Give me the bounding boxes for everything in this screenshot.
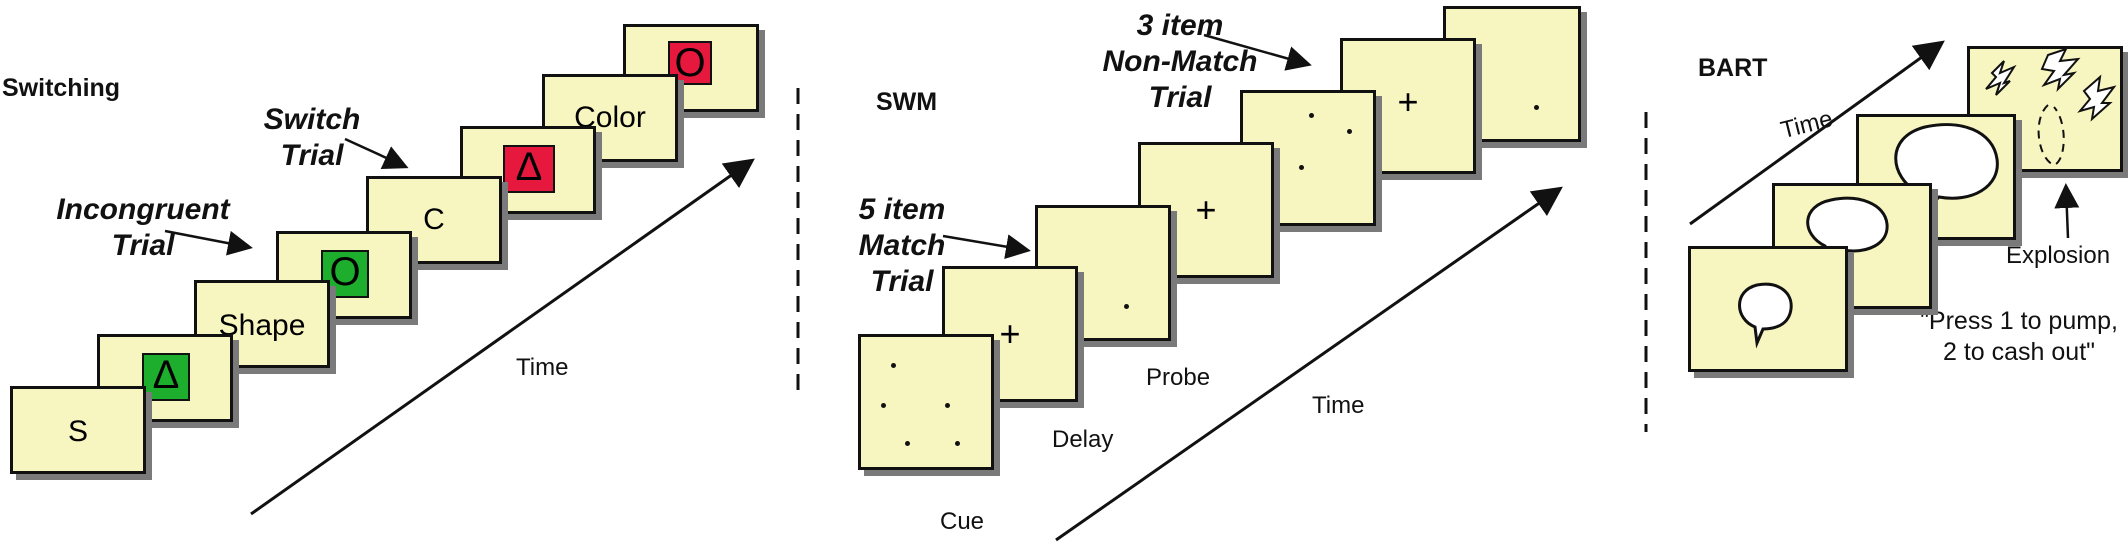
explosion-pointer-arrow (2054, 183, 2080, 239)
bart-time-label: Time (1778, 105, 1836, 145)
jagged-burst-icon (1985, 60, 2017, 96)
incongruent-trial-label: Incongruent Trial (48, 192, 238, 264)
s-cue: S (67, 415, 88, 448)
dashed-balloon-outline (2037, 104, 2065, 167)
switch-trial-line-1: Switch (263, 103, 361, 136)
triangle-shape: Δ (152, 353, 180, 397)
cue-dot (945, 403, 950, 408)
explosion-graphic (1985, 49, 2117, 167)
switching-title: Switching (2, 74, 121, 102)
bart-card-small-balloon (1688, 246, 1848, 372)
circle-shape: O (329, 250, 361, 294)
instruction-line-2: 2 to cash out" (1942, 338, 2096, 366)
swm-card-match-cue (858, 334, 994, 470)
cue-dot (955, 441, 960, 446)
switching-card-1: S (10, 386, 146, 474)
instruction-line-1: "Press 1 to pump, (1920, 307, 2118, 335)
nonmatch-trial-line-2: Non-Match (1102, 45, 1258, 78)
delay-label: Delay (1052, 426, 1114, 453)
triangle-shape: Δ (515, 145, 543, 189)
swm-title: SWM (876, 88, 938, 116)
swm-panel: SWM 5 item Match Trial 3 item Non-Match … (840, 0, 1620, 546)
red-square: Δ (503, 145, 555, 193)
match-trial-line-3: Trial (870, 265, 934, 298)
switching-time-label: Time (516, 354, 569, 381)
circle-shape: O (674, 41, 706, 85)
switch-trial-label: Switch Trial (262, 102, 362, 174)
bart-title: BART (1698, 54, 1768, 82)
incongruent-trial-line-2: Trial (111, 229, 175, 262)
cue-dot (891, 363, 896, 368)
fixation-cross: + (1397, 81, 1419, 122)
probe-dot (1124, 304, 1129, 309)
nonmatch-trial-line-3: Trial (1148, 81, 1212, 114)
incongruent-trial-line-1: Incongruent (56, 193, 230, 226)
speech-balloon-icon (1738, 282, 1793, 349)
green-square: Δ (142, 353, 190, 401)
cue-dot (1309, 113, 1314, 118)
small-balloon-graphic (1738, 282, 1793, 349)
probe-dot (1534, 105, 1539, 110)
swm-time-label: Time (1312, 392, 1365, 419)
match-trial-line-2: Match (858, 229, 946, 262)
fixation-cross: + (999, 313, 1021, 354)
switching-panel: Switching Incongruent Trial Switch Trial… (0, 0, 820, 546)
cue-dot (881, 403, 886, 408)
jagged-burst-icon (2040, 49, 2081, 93)
nonmatch-trial-line-1: 3 item (1136, 9, 1224, 42)
switch-trial-line-2: Trial (280, 139, 344, 172)
jagged-burst-icon (2077, 74, 2117, 122)
probe-label: Probe (1146, 364, 1211, 391)
bart-panel: BART Time Explosion "Press 1 to pump, 2 … (1660, 0, 2128, 546)
instruction-text: "Press 1 to pump, 2 to cash out" (1904, 306, 2128, 368)
cue-dot (905, 441, 910, 446)
cue-dot (1347, 129, 1352, 134)
explosion-label: Explosion (2006, 242, 2111, 269)
cue-dot (1299, 165, 1304, 170)
match-trial-label: 5 item Match Trial (840, 192, 964, 300)
cue-label: Cue (940, 508, 985, 535)
match-trial-line-1: 5 item (858, 193, 946, 226)
